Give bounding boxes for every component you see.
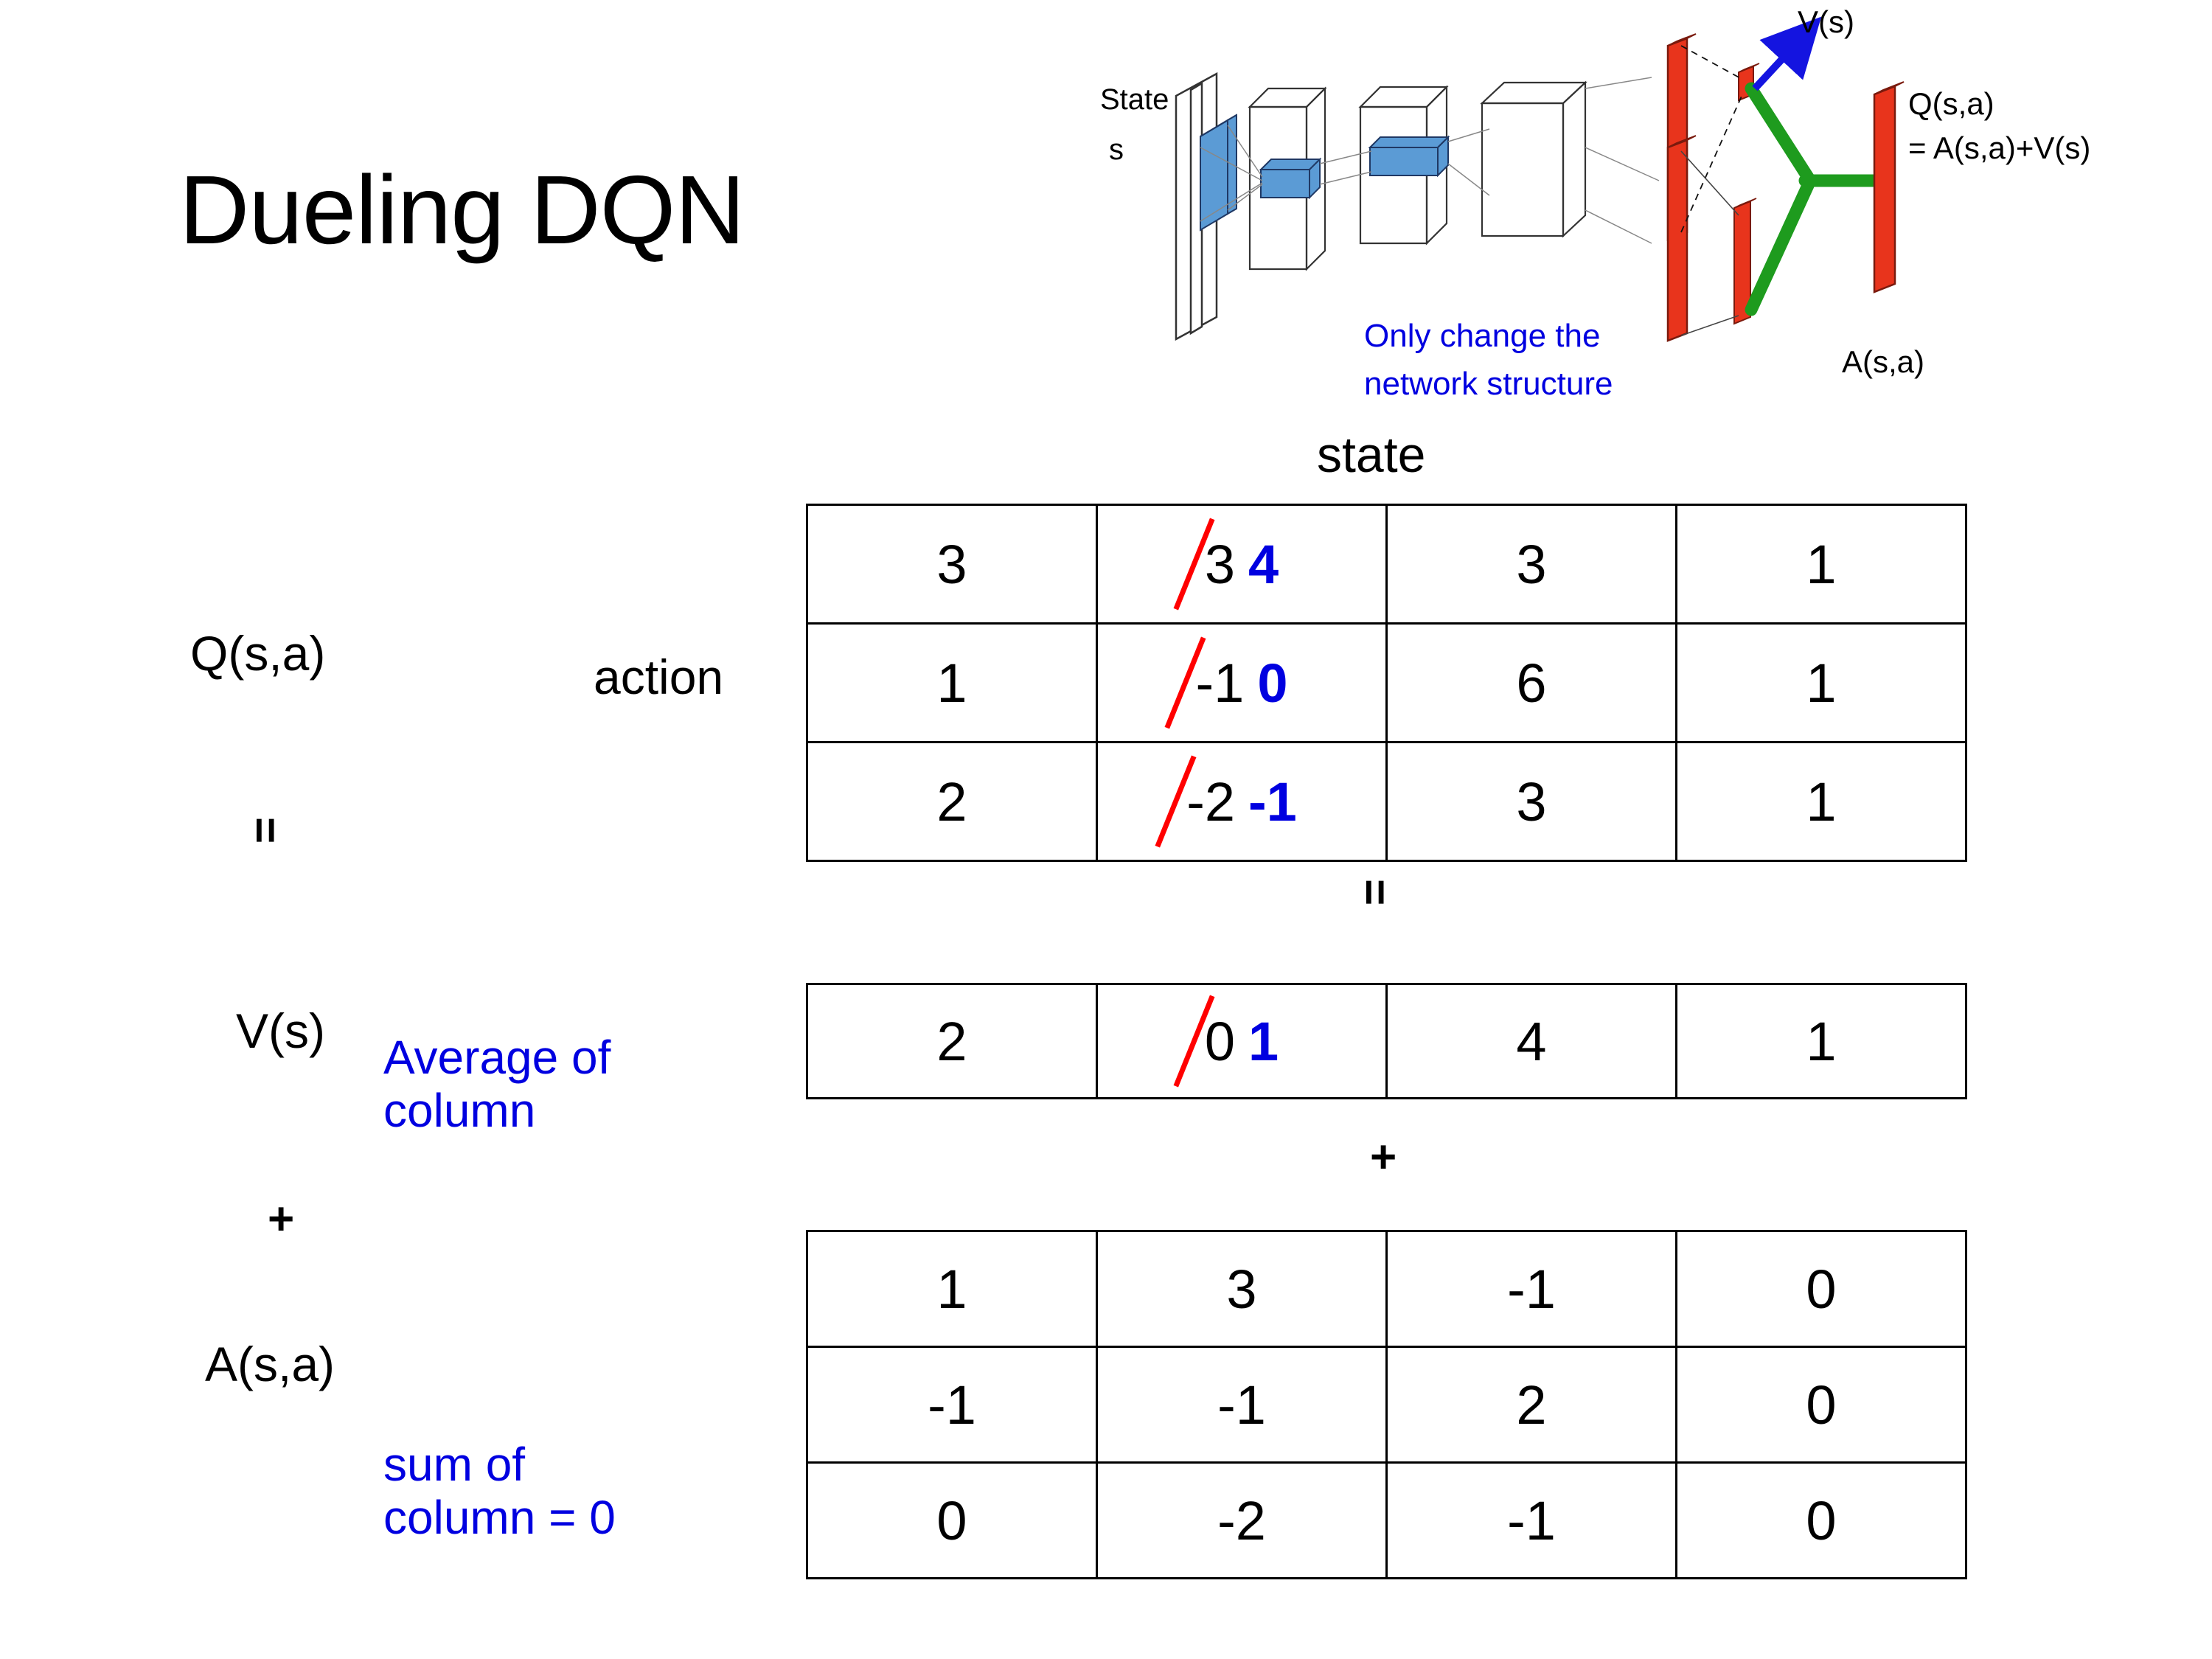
diagram-q-label-line1: Q(s,a): [1908, 86, 1994, 121]
diagram-note-line1: Only change the: [1364, 318, 1600, 354]
equals-sign-center: =: [1349, 879, 1400, 906]
cell-Asa-r2-c1: -2: [1096, 1461, 1388, 1579]
cell-Asa-r0-c2: -1: [1385, 1230, 1677, 1348]
cell-Asa-r2-c3: 0: [1675, 1461, 1967, 1579]
label-q-function: Q(s,a): [190, 626, 326, 681]
diagram-state-sub-label: s: [1109, 133, 1124, 166]
cell-Qsa-r2-c3: 1: [1675, 741, 1967, 862]
cell-Asa-r2-c0: 0: [806, 1461, 1098, 1579]
corrected-new-value: 4: [1248, 533, 1279, 595]
label-v-function: V(s): [236, 1004, 325, 1058]
annotation-sum-of-column: sum of column = 0: [383, 1438, 616, 1545]
cell-Asa-r2-c2: -1: [1385, 1461, 1677, 1579]
cell-Qsa-r0-c0: 3: [806, 504, 1098, 625]
cell-Asa-r1-c1: -1: [1096, 1346, 1388, 1464]
struck-old-value: -1: [1195, 652, 1245, 714]
cell-Vs-r0-c3: 1: [1675, 983, 1967, 1099]
cell-Asa-r0-c1: 3: [1096, 1230, 1388, 1348]
equals-sign-left: =: [240, 817, 291, 844]
cell-Qsa-r1-c0: 1: [806, 622, 1098, 743]
cell-Qsa-r0-c3: 1: [1675, 504, 1967, 625]
corrected-new-value: 0: [1257, 652, 1288, 714]
cell-Qsa-r1-c3: 1: [1675, 622, 1967, 743]
corrected-new-value: 1: [1248, 1010, 1279, 1072]
cell-Qsa-r2-c0: 2: [806, 741, 1098, 862]
diagram-a-label: A(s,a): [1842, 344, 1924, 379]
diagram-v-label: V(s): [1798, 4, 1854, 39]
cell-Qsa-r0-c2: 3: [1385, 504, 1677, 625]
plus-sign-center: +: [1370, 1132, 1397, 1183]
struck-old-value: 3: [1204, 533, 1235, 595]
axis-label-action: action: [594, 650, 724, 704]
struck-old-value: 0: [1204, 1010, 1235, 1072]
edited-cell: -2-1: [1186, 771, 1297, 833]
cell-Vs-r0-c2: 4: [1385, 983, 1677, 1099]
cell-Qsa-r2-c1: -2-1: [1096, 741, 1388, 862]
diagram-q-label-line2: = A(s,a)+V(s): [1908, 131, 2090, 165]
page-title: Dueling DQN: [179, 156, 745, 264]
cell-Asa-r1-c2: 2: [1385, 1346, 1677, 1464]
dueling-network-diagram: State s V(s) A(s,a) Q(s,a) = A(s,a)+V(s)…: [1091, 0, 2212, 413]
cell-Qsa-r1-c2: 6: [1385, 622, 1677, 743]
axis-label-state: state: [1317, 427, 1426, 483]
struck-old-value: -2: [1186, 771, 1235, 832]
cell-Asa-r0-c0: 1: [806, 1230, 1098, 1348]
cell-Qsa-r2-c2: 3: [1385, 741, 1677, 862]
annotation-average-of-column: Average of column: [383, 1031, 611, 1138]
plus-sign-left: +: [268, 1194, 295, 1245]
diagram-note-line2: network structure: [1364, 366, 1613, 402]
label-a-function: A(s,a): [205, 1337, 335, 1391]
cell-Asa-r1-c3: 0: [1675, 1346, 1967, 1464]
cell-Asa-r1-c0: -1: [806, 1346, 1098, 1464]
cell-Vs-r0-c0: 2: [806, 983, 1098, 1099]
corrected-new-value: -1: [1248, 771, 1297, 832]
cell-Asa-r0-c3: 0: [1675, 1230, 1967, 1348]
diagram-state-label: State: [1100, 83, 1169, 116]
